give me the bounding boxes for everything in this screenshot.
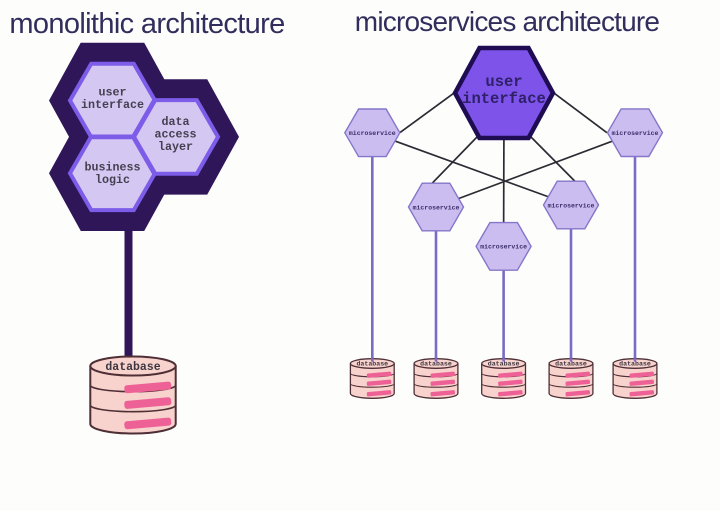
svg-text:database: database xyxy=(356,361,388,368)
svg-text:monolithic architecture: monolithic architecture xyxy=(9,8,284,40)
svg-text:user: user xyxy=(485,73,522,91)
svg-text:interface: interface xyxy=(462,90,546,108)
svg-text:microservice: microservice xyxy=(548,202,595,209)
svg-text:database: database xyxy=(619,361,651,368)
svg-text:microservice: microservice xyxy=(480,244,527,251)
svg-text:microservice: microservice xyxy=(349,130,396,137)
svg-text:database: database xyxy=(488,361,520,368)
svg-text:interface: interface xyxy=(81,98,144,112)
svg-text:database: database xyxy=(555,361,587,368)
svg-text:database: database xyxy=(420,361,452,368)
svg-text:microservices architecture: microservices architecture xyxy=(355,6,660,37)
svg-text:database: database xyxy=(105,361,160,374)
svg-text:logic: logic xyxy=(95,173,130,187)
svg-text:layer: layer xyxy=(158,140,193,154)
svg-text:microservice: microservice xyxy=(612,130,659,137)
svg-text:microservice: microservice xyxy=(413,204,460,211)
